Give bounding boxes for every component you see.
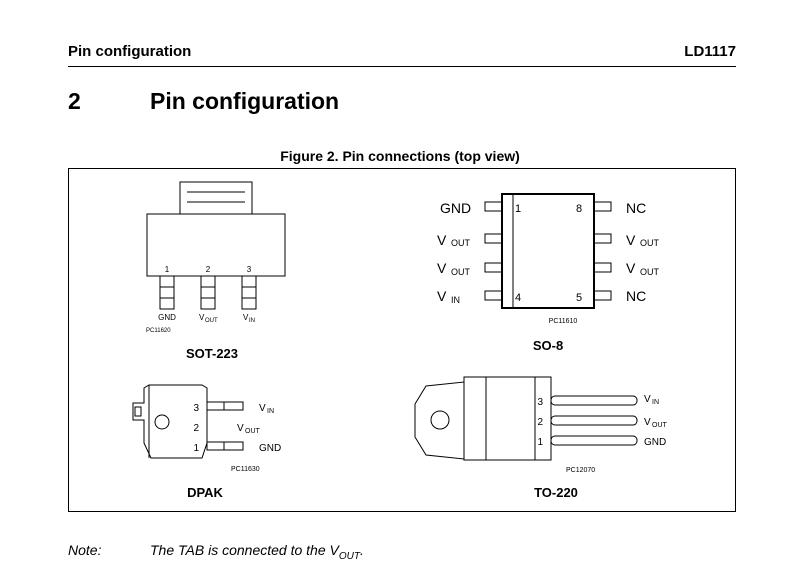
so8-pin-3 xyxy=(484,262,503,273)
dpak-label-vin: V xyxy=(259,403,266,414)
dpak-pin-num-2: 2 xyxy=(193,423,199,434)
dpak-label-vout: V xyxy=(237,423,244,434)
sot223-pin-1 xyxy=(159,275,175,310)
section-title: Pin configuration xyxy=(150,88,340,114)
sot223-pin-num-3: 3 xyxy=(247,265,252,274)
so8-label-vout-right-b: V xyxy=(626,260,636,276)
sot223-label-vin-sub: IN xyxy=(249,318,255,324)
sot223-label-vout: V xyxy=(199,313,205,322)
so8-label-vout-right-b-sub: OUT xyxy=(640,267,660,277)
to220-package-name: TO-220 xyxy=(534,485,578,500)
so8-label-gnd: GND xyxy=(440,200,471,216)
so8-pin-4 xyxy=(484,290,503,301)
running-header-section: Pin configuration xyxy=(68,43,192,60)
so8-pin-num-4: 4 xyxy=(515,292,521,304)
so8-pin-1 xyxy=(484,201,503,212)
sot223-tab xyxy=(179,181,253,215)
section-number: 2 xyxy=(68,88,81,114)
to220-pin-num-1: 1 xyxy=(537,437,543,448)
to220-label-vout: V xyxy=(644,417,651,428)
sot223-pin-num-1: 1 xyxy=(165,265,170,274)
so8-pin-num-5: 5 xyxy=(576,292,582,304)
note-label: Note: xyxy=(68,542,102,558)
dpak-label-gnd: GND xyxy=(259,443,281,454)
dpak-label-vin-sub: IN xyxy=(267,408,274,415)
to220-pin-1 xyxy=(550,435,638,446)
to220-tab xyxy=(414,381,465,460)
so8-label-nc-bottom: NC xyxy=(626,288,646,304)
dpak-mounting-hole xyxy=(154,414,170,430)
dpak-pin-1 xyxy=(206,441,244,451)
to220-package xyxy=(414,376,638,461)
so8-label-nc-top: NC xyxy=(626,200,646,216)
so8-label-vin-sub: IN xyxy=(451,295,460,305)
dpak-package xyxy=(132,384,244,459)
dpak-label-vout-sub: OUT xyxy=(245,428,261,435)
so8-drawing-code: PC11610 xyxy=(549,318,578,325)
sot223-pin-3 xyxy=(241,275,257,310)
sot223-drawing-code: PC11620 xyxy=(146,328,171,334)
note-period: . xyxy=(359,542,364,558)
dpak-pin-3 xyxy=(206,401,244,411)
to220-label-vout-sub: OUT xyxy=(652,422,668,429)
to220-label-vin-sub: IN xyxy=(652,399,659,406)
to220-pin-num-2: 2 xyxy=(537,417,543,428)
pin-connection-figure: 1 2 3 GND V OUT V IN PC11620 SOT-223 1 4… xyxy=(68,168,736,512)
sot223-label-vout-sub: OUT xyxy=(205,318,218,324)
to220-label-vin: V xyxy=(644,394,651,405)
figure-caption: Figure 2. Pin connections (top view) xyxy=(280,148,520,164)
so8-pin-num-8: 8 xyxy=(576,203,582,215)
dpak-package-name: DPAK xyxy=(187,485,223,500)
so8-label-vout-right-a-sub: OUT xyxy=(640,238,660,248)
dpak-pin-num-1: 1 xyxy=(193,443,199,454)
note-text: The TAB is connected to the VOUT. xyxy=(150,542,364,562)
so8-label-vout-left-b: V xyxy=(437,260,447,276)
so8-pin-7 xyxy=(593,233,612,244)
to220-pin-2 xyxy=(550,415,638,426)
sot223-body xyxy=(146,213,286,277)
dpak-pin-num-3: 3 xyxy=(193,403,199,414)
so8-pin-num-1: 1 xyxy=(515,203,521,215)
so8-label-vout-left-a-sub: OUT xyxy=(451,238,471,248)
dpak-body xyxy=(132,384,208,459)
package-drawings: 1 2 3 GND V OUT V IN PC11620 SOT-223 1 4… xyxy=(132,181,668,500)
dpak-drawing-code: PC11630 xyxy=(231,466,260,473)
sot223-pin-num-2: 2 xyxy=(206,265,211,274)
running-header-part: LD1117 xyxy=(684,43,736,60)
note-subscript: OUT xyxy=(338,550,360,562)
to220-label-gnd: GND xyxy=(644,437,666,448)
note-body: The TAB is connected to the V xyxy=(150,542,339,558)
so8-pin-6 xyxy=(593,262,612,273)
dpak-tab-notch xyxy=(134,406,142,417)
so8-package xyxy=(484,193,612,309)
to220-mounting-hole xyxy=(430,410,450,430)
so8-label-vout-left-a: V xyxy=(437,232,447,248)
sot223-label-vin: V xyxy=(243,313,249,322)
so8-pin-8 xyxy=(593,201,612,212)
to220-drawing-code: PC12070 xyxy=(566,467,595,474)
sot223-package xyxy=(146,181,286,310)
sot223-package-name: SOT-223 xyxy=(186,346,238,361)
so8-label-vout-right-a: V xyxy=(626,232,636,248)
so8-pin-5 xyxy=(593,290,612,301)
so8-package-name: SO-8 xyxy=(533,338,563,353)
so8-label-vout-left-b-sub: OUT xyxy=(451,267,471,277)
sot223-label-gnd: GND xyxy=(158,313,176,322)
so8-body xyxy=(501,193,595,309)
to220-pin-num-3: 3 xyxy=(537,397,543,408)
sot223-pin-2 xyxy=(200,275,216,310)
so8-pin-2 xyxy=(484,233,503,244)
so8-label-vin: V xyxy=(437,288,447,304)
header-rule xyxy=(68,66,736,67)
to220-pin-3 xyxy=(550,395,638,406)
